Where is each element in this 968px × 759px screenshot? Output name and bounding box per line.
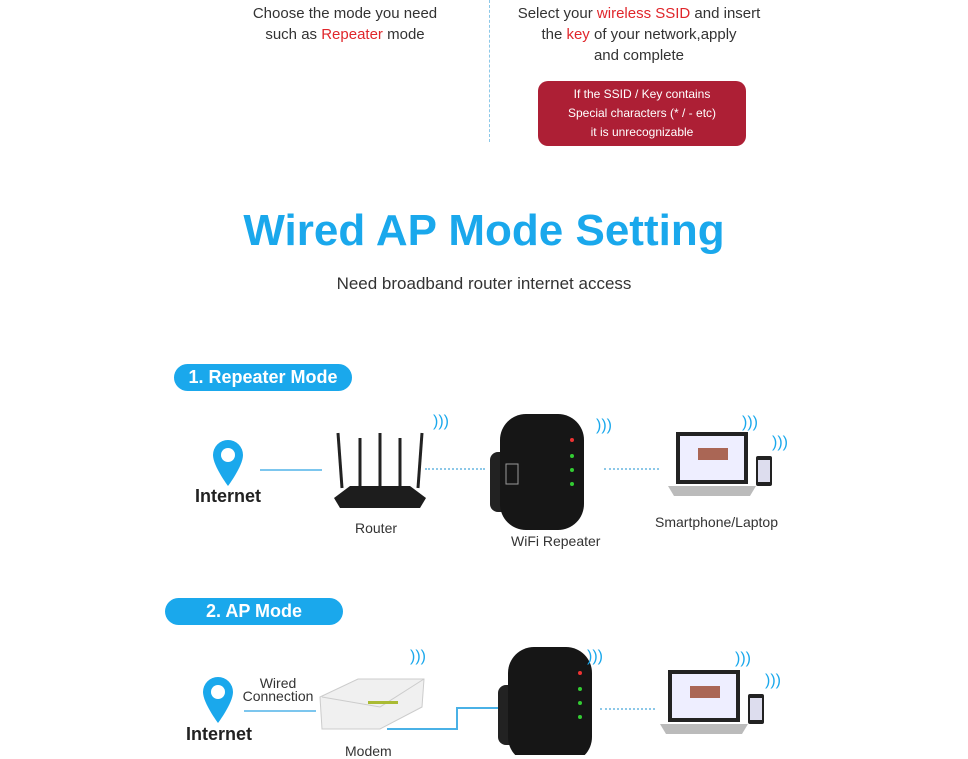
wifi-signal-icon: ))) xyxy=(772,434,788,451)
wireless-link xyxy=(600,708,655,710)
wifi-signal-icon: ))) xyxy=(433,413,449,430)
step-text: such as Repeater mode xyxy=(265,26,425,43)
laptop-phone-image xyxy=(668,432,772,496)
repeater-label: WiFi Repeater xyxy=(511,533,601,549)
internet-label: Internet xyxy=(186,724,253,744)
router-label: Router xyxy=(355,520,398,536)
wifi-signal-icon: ))) xyxy=(587,648,603,665)
clients-label: Smartphone/Laptop xyxy=(655,514,778,530)
wifi-signal-icon: ))) xyxy=(410,648,426,665)
repeater-mode-badge: 1. Repeater Mode xyxy=(174,364,352,391)
wifi-signal-icon: ))) xyxy=(735,650,751,667)
ethernet-cable xyxy=(387,707,505,730)
step-text: the key of your network,apply xyxy=(541,26,737,43)
divider xyxy=(489,0,490,142)
laptop-phone-image xyxy=(660,670,764,734)
step-choose-mode: Choose the mode you need such as Repeate… xyxy=(220,3,470,45)
wifi-repeater-image xyxy=(490,414,584,530)
modem-image xyxy=(319,678,425,730)
wifi-repeater-image xyxy=(498,647,592,755)
location-pin-icon xyxy=(203,677,233,723)
section-subtitle: Need broadband router internet access xyxy=(336,274,632,293)
wifi-signal-icon: ))) xyxy=(765,672,781,689)
warning-line: Special characters (* / - etc) xyxy=(567,106,717,120)
wireless-link xyxy=(425,468,485,470)
warning-line: If the SSID / Key contains xyxy=(573,87,711,101)
wifi-signal-icon: ))) xyxy=(596,417,612,434)
step-text: and complete xyxy=(593,47,685,64)
warning-box: If the SSID / Key contains Special chara… xyxy=(538,81,746,146)
internet-label: Internet xyxy=(195,486,262,506)
section-title: Wired AP Mode Setting xyxy=(243,206,725,255)
step-text: Choose the mode you need xyxy=(252,5,438,22)
wireless-link xyxy=(604,468,659,470)
warning-line: it is unrecognizable xyxy=(590,125,694,139)
wifi-signal-icon: ))) xyxy=(742,414,758,431)
ap-mode-badge: 2. AP Mode xyxy=(165,598,343,625)
step-text: Select your wireless SSID and insert xyxy=(517,5,761,22)
router-image xyxy=(334,432,426,508)
connection-line xyxy=(244,710,316,712)
modem-label: Modem xyxy=(345,743,392,759)
step-select-ssid: Select your wireless SSID and insert the… xyxy=(494,3,784,66)
connection-line xyxy=(260,469,322,471)
wired-connection-label: Wired Connection xyxy=(242,675,314,704)
location-pin-icon xyxy=(213,440,243,486)
